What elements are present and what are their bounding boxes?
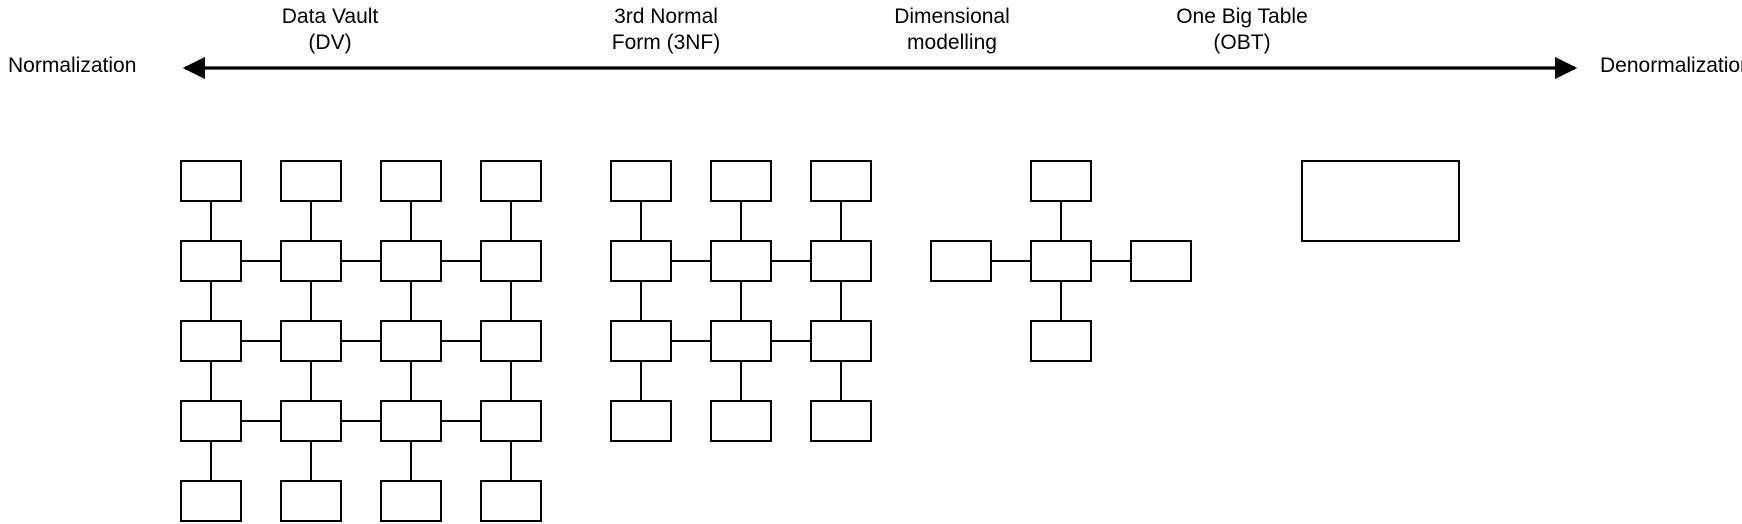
- data-vault-box-r1c2[interactable]: [280, 160, 342, 202]
- third-normal-form-box-r4c2[interactable]: [710, 400, 772, 442]
- third-normal-form-box-r1c2[interactable]: [710, 160, 772, 202]
- data-vault-vlink-r4c4: [509, 442, 513, 480]
- data-vault-vlink-r2c4: [509, 282, 513, 320]
- data-vault-box-r5c4[interactable]: [480, 480, 542, 522]
- third-normal-form-box-r3c3[interactable]: [810, 320, 872, 362]
- third-normal-form-vlink-r2c3: [839, 282, 843, 320]
- stage-label-line2: Form (3NF): [611, 31, 721, 54]
- data-vault-hlink-r2c3: [442, 259, 480, 263]
- data-vault-vlink-r1c4: [509, 202, 513, 240]
- data-vault-box-r5c1[interactable]: [180, 480, 242, 522]
- stage-label-third-normal-form: 3rd Normal Form (3NF): [612, 4, 721, 56]
- data-vault-box-r3c4[interactable]: [480, 320, 542, 362]
- stage-label-line1: One Big Table: [1176, 5, 1308, 28]
- third-normal-form-vlink-r2c2: [739, 282, 743, 320]
- stage-label-line2: (DV): [308, 31, 352, 54]
- data-vault-box-r3c2[interactable]: [280, 320, 342, 362]
- stage-label-line1: Data Vault: [281, 5, 379, 28]
- data-vault-hlink-r4c3: [442, 419, 480, 423]
- axis-label-denormalization: Denormalization: [1600, 54, 1742, 77]
- third-normal-form-vlink-r2c1: [639, 282, 643, 320]
- data-vault-box-r5c3[interactable]: [380, 480, 442, 522]
- data-vault-box-r1c1[interactable]: [180, 160, 242, 202]
- third-normal-form-hlink-r3c2: [772, 339, 810, 343]
- third-normal-form-vlink-r1c3: [839, 202, 843, 240]
- data-vault-box-r1c4[interactable]: [480, 160, 542, 202]
- stage-label-line1: Dimensional: [894, 5, 1010, 28]
- stage-label-one-big-table: One Big Table (OBT): [1176, 4, 1308, 56]
- third-normal-form-box-r4c3[interactable]: [810, 400, 872, 442]
- dimensional-vlink-bottom: [1059, 282, 1063, 320]
- third-normal-form-box-r1c3[interactable]: [810, 160, 872, 202]
- dimensional-hlink-right: [1092, 259, 1130, 263]
- data-vault-hlink-r2c1: [242, 259, 280, 263]
- dimensional-dim-box-top[interactable]: [1030, 160, 1092, 202]
- data-vault-vlink-r1c1: [209, 202, 213, 240]
- dimensional-dim-box-right[interactable]: [1130, 240, 1192, 282]
- data-vault-hlink-r4c1: [242, 419, 280, 423]
- third-normal-form-box-r3c2[interactable]: [710, 320, 772, 362]
- stage-label-line2: (OBT): [1213, 31, 1271, 54]
- data-vault-hlink-r2c2: [342, 259, 380, 263]
- third-normal-form-box-r2c1[interactable]: [610, 240, 672, 282]
- data-vault-box-r4c2[interactable]: [280, 400, 342, 442]
- data-vault-box-r5c2[interactable]: [280, 480, 342, 522]
- third-normal-form-vlink-r1c1: [639, 202, 643, 240]
- data-vault-box-r2c2[interactable]: [280, 240, 342, 282]
- data-vault-hlink-r3c2: [342, 339, 380, 343]
- data-vault-box-r2c1[interactable]: [180, 240, 242, 282]
- one-big-table-box[interactable]: [1301, 160, 1460, 242]
- dimensional-vlink-top: [1059, 202, 1063, 240]
- data-vault-box-r2c3[interactable]: [380, 240, 442, 282]
- third-normal-form-vlink-r3c2: [739, 362, 743, 400]
- data-vault-vlink-r3c1: [209, 362, 213, 400]
- third-normal-form-box-r2c3[interactable]: [810, 240, 872, 282]
- third-normal-form-vlink-r1c2: [739, 202, 743, 240]
- axis-label-normalization: Normalization: [8, 54, 137, 77]
- data-vault-box-r4c1[interactable]: [180, 400, 242, 442]
- third-normal-form-box-r4c1[interactable]: [610, 400, 672, 442]
- stage-label-dimensional-modelling: Dimensional modelling: [894, 4, 1010, 56]
- data-vault-vlink-r4c1: [209, 442, 213, 480]
- third-normal-form-hlink-r2c2: [772, 259, 810, 263]
- data-vault-vlink-r4c2: [309, 442, 313, 480]
- data-vault-vlink-r1c2: [309, 202, 313, 240]
- data-vault-hlink-r3c3: [442, 339, 480, 343]
- third-normal-form-box-r3c1[interactable]: [610, 320, 672, 362]
- third-normal-form-vlink-r3c1: [639, 362, 643, 400]
- dimensional-dim-box-left[interactable]: [930, 240, 992, 282]
- dimensional-fact-box[interactable]: [1030, 240, 1092, 282]
- data-vault-vlink-r2c1: [209, 282, 213, 320]
- third-normal-form-box-r1c1[interactable]: [610, 160, 672, 202]
- dimensional-hlink-left: [992, 259, 1030, 263]
- data-vault-box-r3c3[interactable]: [380, 320, 442, 362]
- data-vault-vlink-r2c3: [409, 282, 413, 320]
- data-vault-vlink-r3c4: [509, 362, 513, 400]
- data-vault-hlink-r4c2: [342, 419, 380, 423]
- data-vault-box-r4c3[interactable]: [380, 400, 442, 442]
- data-vault-hlink-r3c1: [242, 339, 280, 343]
- data-vault-vlink-r3c2: [309, 362, 313, 400]
- data-vault-box-r3c1[interactable]: [180, 320, 242, 362]
- third-normal-form-vlink-r3c3: [839, 362, 843, 400]
- stage-label-line1: 3rd Normal: [614, 5, 718, 28]
- data-vault-vlink-r3c3: [409, 362, 413, 400]
- data-vault-box-r1c3[interactable]: [380, 160, 442, 202]
- data-vault-vlink-r1c3: [409, 202, 413, 240]
- third-normal-form-box-r2c2[interactable]: [710, 240, 772, 282]
- data-vault-vlink-r4c3: [409, 442, 413, 480]
- data-vault-box-r2c4[interactable]: [480, 240, 542, 282]
- data-vault-vlink-r2c2: [309, 282, 313, 320]
- dimensional-dim-box-bottom[interactable]: [1030, 320, 1092, 362]
- third-normal-form-hlink-r3c1: [672, 339, 710, 343]
- stage-label-data-vault: Data Vault (DV): [282, 4, 379, 56]
- stage-label-line2: modelling: [907, 31, 997, 54]
- data-vault-box-r4c4[interactable]: [480, 400, 542, 442]
- third-normal-form-hlink-r2c1: [672, 259, 710, 263]
